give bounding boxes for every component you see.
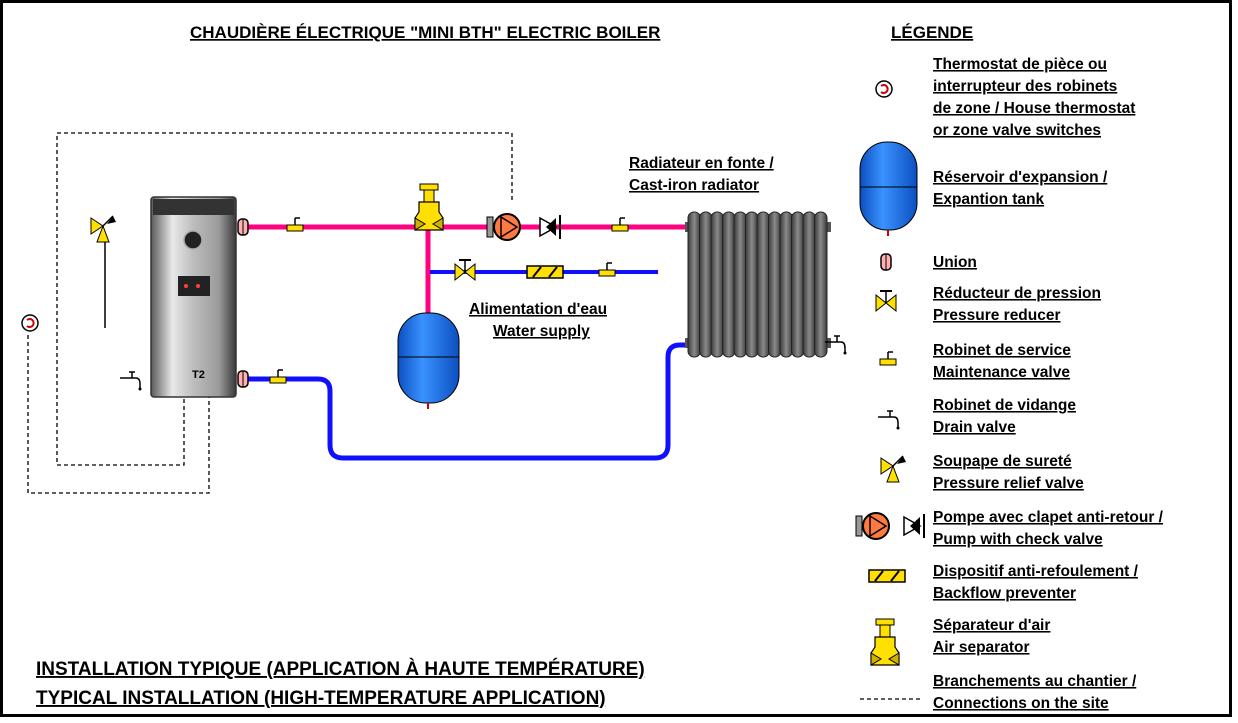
legend-label-expansion-tank: Réservoir d'expansion /	[933, 169, 1108, 186]
legend-label-pressure-reducer: Pressure reducer	[933, 307, 1061, 324]
legend-label-dashed-line: Connections on the site	[933, 695, 1109, 712]
legend-label-thermostat: Thermostat de pièce ou	[933, 56, 1107, 73]
legend-thermostat-icon	[875, 80, 893, 98]
legend-label-thermostat: de zone / House thermostat	[933, 100, 1135, 117]
radiator-fin	[802, 211, 816, 358]
legend-label-relief-valve: Pressure relief valve	[933, 475, 1084, 492]
legend-label-dashed-line: Branchements au chantier /	[933, 673, 1137, 690]
expansion-tank	[397, 312, 460, 409]
legend-label-maintenance-valve: Maintenance valve	[933, 364, 1070, 381]
thermostat-icon	[21, 314, 39, 332]
legend-label-maintenance-valve: Robinet de service	[933, 342, 1071, 359]
radiator-fin	[745, 211, 759, 358]
radiator-fin	[722, 211, 736, 358]
maintenance-valve-return	[269, 369, 287, 384]
legend-label-drain-valve: Drain valve	[933, 419, 1016, 436]
relief-valve	[90, 215, 117, 328]
water-supply-label-fr: Alimentation d'eau	[469, 301, 607, 318]
return-pipe	[247, 342, 690, 461]
legend-label-pump-check-valve: Pump with check valve	[933, 531, 1103, 548]
installation-title-en: TYPICAL INSTALLATION (HIGH-TEMPERATURE A…	[36, 688, 606, 709]
radiator-fin	[699, 211, 713, 358]
radiator-fin	[756, 211, 770, 358]
radiator-label-en: Cast-iron radiator	[629, 177, 759, 194]
legend-label-air-separator: Air separator	[933, 639, 1029, 656]
radiator-fin	[710, 211, 724, 358]
legend-union-icon	[880, 253, 892, 271]
legend-label-union: Union	[933, 254, 977, 271]
legend-label-drain-valve: Robinet de vidange	[933, 397, 1076, 414]
legend-label-backflow-preventer: Dispositif anti-refoulement /	[933, 563, 1139, 580]
site-connection-lines	[27, 132, 513, 494]
water-supply-label-en: Water supply	[493, 323, 590, 340]
radiator-fin	[779, 211, 793, 358]
radiator-label-fr: Radiateur en fonte /	[629, 155, 774, 172]
legend-label-thermostat: interrupteur des robinets	[933, 78, 1117, 95]
legend-title: LÉGENDE	[891, 23, 973, 42]
legend-backflow-preventer-icon	[868, 569, 906, 583]
radiator-fin	[768, 211, 782, 358]
radiator-fin	[687, 211, 701, 358]
legend-maintenance-valve-icon	[879, 351, 897, 366]
maintenance-valve-supply	[598, 262, 616, 277]
radiator-fin	[733, 211, 747, 358]
boiler-badge: T2	[192, 369, 205, 381]
union-return	[237, 370, 249, 388]
electric-boiler: T2	[150, 196, 237, 398]
radiator-fin	[791, 211, 805, 358]
legend-pressure-reducer-icon	[875, 290, 897, 312]
boiler-drain-valve	[119, 371, 143, 392]
legend	[855, 80, 925, 700]
legend-expansion-tank-icon	[859, 141, 918, 236]
legend-pump-check-valve-icon	[855, 512, 925, 540]
legend-label-expansion-tank: Expantion tank	[933, 191, 1044, 208]
legend-label-pressure-reducer: Réducteur de pression	[933, 285, 1101, 302]
radiator-fin	[814, 211, 828, 358]
installation-title-fr: INSTALLATION TYPIQUE (APPLICATION À HAUT…	[36, 658, 645, 680]
maintenance-valve-hot	[286, 217, 304, 232]
legend-drain-valve-icon	[877, 410, 901, 431]
maintenance-valve-radiator	[611, 217, 629, 232]
legend-label-backflow-preventer: Backflow preventer	[933, 585, 1076, 602]
legend-relief-valve-icon	[880, 455, 907, 483]
cast-iron-radiator	[685, 211, 831, 358]
pressure-reducer	[454, 259, 476, 281]
legend-label-pump-check-valve: Pompe avec clapet anti-retour /	[933, 509, 1164, 526]
legend-label-thermostat: or zone valve switches	[933, 122, 1101, 139]
diagram-title: CHAUDIÈRE ÉLECTRIQUE "MINI BTH" ELECTRIC…	[190, 23, 660, 42]
union-hot	[237, 218, 249, 236]
legend-label-relief-valve: Soupape de sureté	[933, 453, 1072, 470]
check-valve	[539, 214, 561, 240]
legend-text: Thermostat de pièce ou interrupteur des r…	[933, 56, 1164, 712]
backflow-preventer	[526, 265, 564, 279]
circulator-pump	[486, 213, 521, 241]
legend-label-air-separator: Séparateur d'air	[933, 617, 1050, 634]
legend-air-separator-icon	[870, 618, 900, 666]
air-separator	[414, 183, 444, 231]
